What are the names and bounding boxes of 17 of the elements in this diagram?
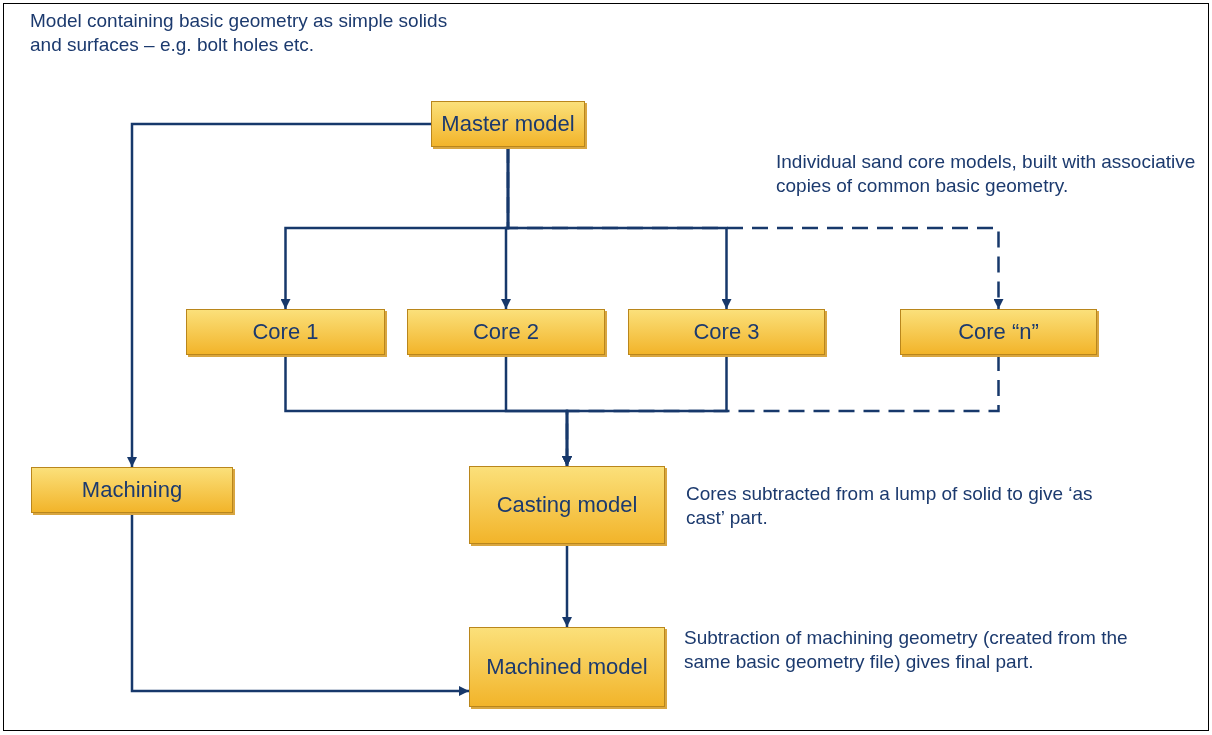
process-box: Core 2 [407, 309, 605, 355]
arrow [506, 147, 732, 309]
arrow [562, 355, 728, 466]
arrow [562, 544, 572, 627]
process-box: Core “n” [900, 309, 1097, 355]
process-box: Machining [31, 467, 233, 513]
annotation-text: Cores subtracted from a lump of solid to give ‘as cast’ part. [686, 482, 1094, 530]
annotation-text: Subtraction of machining geometry (created from the same basic geometry file) gives final part. [684, 626, 1129, 674]
process-box: Casting model [469, 466, 665, 544]
arrow [130, 513, 469, 696]
annotation-text: Individual sand core models, built with associative copies of common basic geometry. [776, 150, 1197, 198]
process-box: Core 3 [628, 309, 825, 355]
process-box: Core 1 [186, 309, 385, 355]
annotation-text: Model containing basic geometry as simple solids and surfaces – e.g. bolt holes etc. [30, 9, 449, 57]
process-box: Machined model [469, 627, 665, 707]
process-box: Master model [431, 101, 585, 147]
arrow [127, 122, 431, 467]
